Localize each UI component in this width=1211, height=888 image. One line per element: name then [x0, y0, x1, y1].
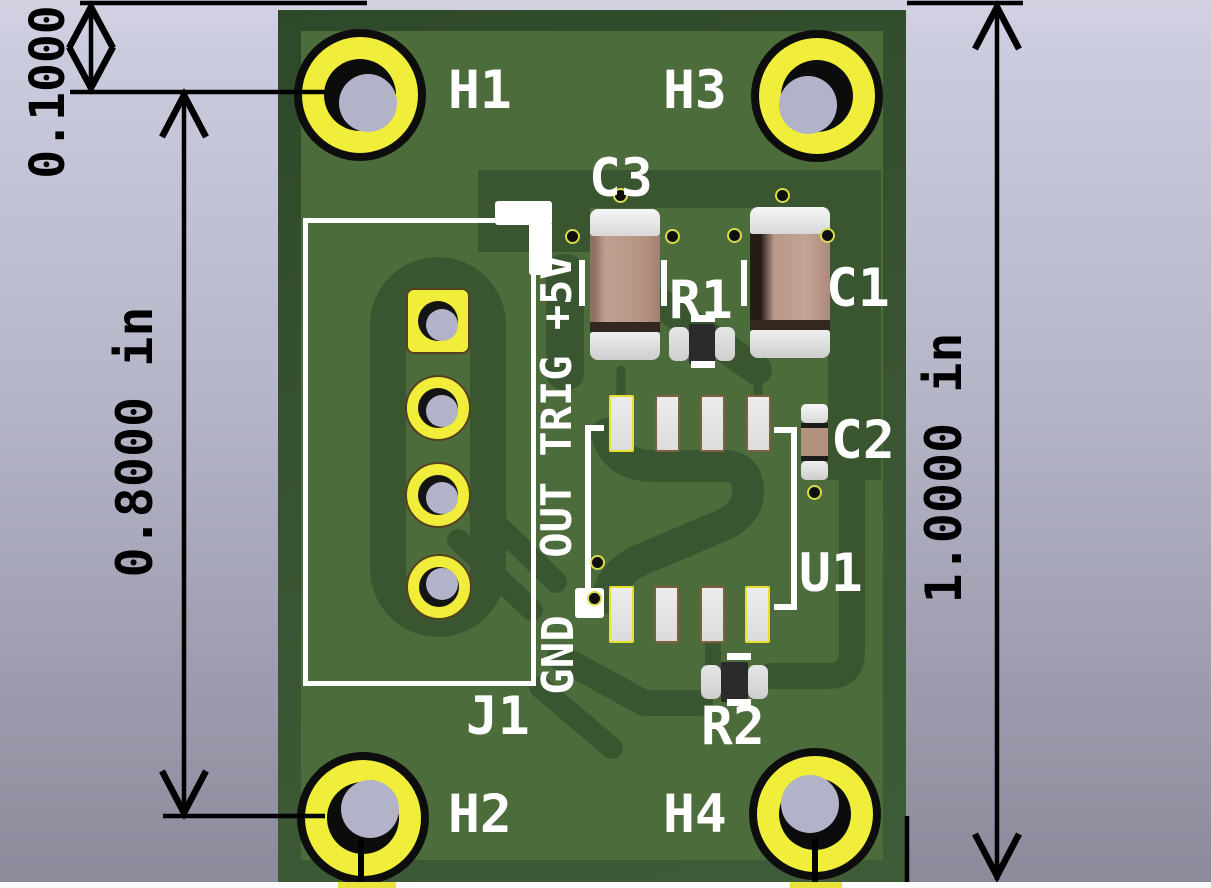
dimension-text-right: 1.0000 in [915, 332, 973, 604]
capacitor-body [590, 236, 660, 332]
hole-through-light [426, 309, 458, 341]
hole-through-light [426, 482, 458, 514]
capacitor-terminal [590, 332, 660, 360]
c3-silkscreen-tick [579, 260, 585, 306]
ref-label-c2: C2 [831, 410, 895, 471]
c3-silkscreen-tick [661, 260, 667, 306]
j1-pad-3 [405, 462, 471, 528]
capacitor-terminal [590, 209, 660, 236]
r1-silkscreen-tick [691, 315, 715, 322]
hole-label-h1: H1 [448, 60, 512, 121]
ref-label-r1: R1 [669, 270, 733, 331]
resistor-terminal [669, 327, 689, 361]
capacitor-c2 [801, 404, 828, 480]
j1-pad-2 [405, 375, 471, 441]
hole-through-light [779, 76, 837, 134]
j1-pin1-notch [529, 222, 552, 275]
resistor-terminal [701, 665, 721, 699]
u1-smd-pad [745, 586, 770, 643]
capacitor-terminal [750, 207, 830, 234]
mounting-hole-h3 [751, 30, 883, 162]
hole-label-h3: H3 [663, 60, 727, 121]
j1-silkscreen-outline [303, 218, 536, 686]
capacitor-terminal [801, 404, 828, 423]
hole-through-light [781, 775, 839, 833]
j1-pad-1-square [406, 288, 470, 354]
j1-pin1-notch [495, 201, 552, 225]
capacitor-body [801, 423, 828, 461]
ref-label-u1: U1 [799, 543, 863, 604]
u1-smd-pad [746, 395, 771, 452]
u1-silkscreen-bracket-right [774, 427, 797, 610]
resistor-terminal [748, 665, 768, 699]
u1-smd-pad [700, 586, 725, 643]
hole-through-light [341, 780, 399, 838]
hole-through-light [339, 74, 397, 132]
resistor-body [688, 324, 716, 364]
via [589, 593, 600, 604]
ref-label-c1: C1 [826, 258, 890, 319]
pad-edge-glimpse [338, 882, 396, 888]
resistor-r1 [669, 323, 735, 365]
via [822, 230, 833, 241]
r1-silkscreen-tick [691, 361, 715, 368]
dimension-text-top-offset: 0.1000 [20, 5, 76, 179]
via [729, 230, 740, 241]
u1-smd-pad [700, 395, 725, 452]
u1-smd-pad [655, 395, 680, 452]
capacitor-terminal [750, 330, 830, 358]
via [809, 487, 820, 498]
hole-through-light [426, 568, 458, 600]
ref-label-j1: J1 [466, 686, 530, 747]
u1-smd-pad [654, 586, 679, 643]
hole-through-light [426, 395, 458, 427]
via [592, 557, 603, 568]
r2-silkscreen-tick [727, 699, 751, 706]
u1-smd-pad [609, 586, 634, 643]
mounting-hole-h1 [294, 29, 426, 161]
resistor-r2 [701, 661, 769, 703]
resistor-terminal [715, 327, 735, 361]
u1-smd-pad [609, 395, 634, 452]
r2-silkscreen-tick [727, 653, 751, 660]
j1-pad-4 [406, 554, 472, 620]
capacitor-body [750, 234, 830, 330]
mounting-hole-h4 [749, 748, 881, 880]
resistor-body [721, 662, 748, 702]
hole-label-h2: H2 [448, 784, 512, 845]
capacitor-terminal [801, 461, 828, 480]
hole-label-h4: H4 [663, 784, 727, 845]
dimension-text-left: 0.8000 in [106, 306, 164, 578]
via [615, 190, 626, 201]
u1-silkscreen-bracket-left [585, 425, 604, 608]
viewport-bottom-edge [0, 882, 1211, 888]
ref-label-c3: C3 [589, 148, 653, 209]
u1-pin1-marker [575, 588, 604, 618]
via [567, 231, 578, 242]
capacitor-c1 [750, 207, 830, 358]
via [667, 231, 678, 242]
via [777, 190, 788, 201]
capacitor-c3 [590, 209, 660, 360]
pad-edge-glimpse [790, 882, 842, 888]
c1-silkscreen-tick [741, 260, 747, 306]
ref-label-r2: R2 [701, 696, 765, 757]
